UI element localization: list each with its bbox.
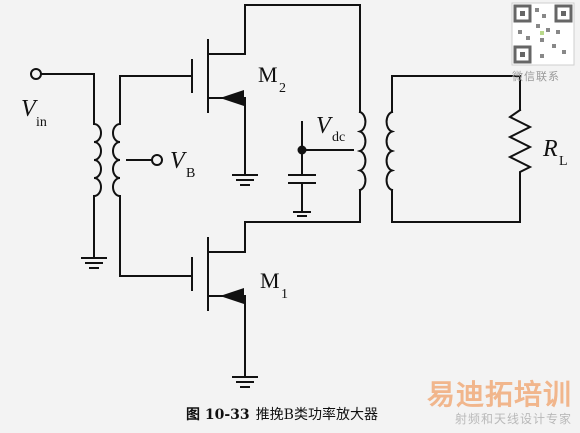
m2-label: M: [258, 62, 278, 87]
m2-gate-wire: [119, 75, 193, 125]
caption-number: 图 10-33: [186, 407, 250, 423]
m1-label: M: [260, 268, 280, 293]
output-transformer-primary: [356, 110, 367, 192]
rl-label-sub: L: [559, 154, 568, 169]
caption-text: 推挽B类功率放大器: [255, 407, 378, 423]
ground-symbol-primary: [81, 257, 107, 269]
vin-label: V: [21, 96, 38, 122]
vin-wire: [40, 73, 95, 125]
m1-drain-wire: [244, 189, 361, 223]
vb-label-sub: B: [186, 166, 195, 181]
load-resistor: [507, 108, 533, 181]
ground-symbol-m1: [232, 376, 258, 388]
vb-terminal: [151, 154, 163, 166]
qr-label: 微信联系: [512, 70, 560, 83]
rl-label: R: [542, 136, 558, 162]
ground-symbol-m2: [232, 174, 258, 186]
vin-label-sub: in: [36, 115, 47, 130]
figure-caption: 图 10-33 推挽B类功率放大器: [186, 404, 378, 424]
vin-terminal: [30, 68, 42, 80]
mosfet-m2: [191, 4, 246, 176]
mosfet-m1: [191, 221, 246, 376]
bypass-capacitor: [288, 174, 316, 184]
m1-label-sub: 1: [281, 287, 288, 302]
load-bottom-wire: [391, 179, 521, 223]
m2-drain-wire: [244, 4, 361, 113]
input-transformer-secondary: [112, 122, 122, 198]
vdc-label: V: [316, 113, 333, 139]
watermark-tagline: 射频和天线设计专家: [454, 412, 572, 426]
m1-gate-wire: [119, 195, 193, 277]
ground-symbol-capacitor: [293, 211, 311, 217]
m2-label-sub: 2: [279, 81, 286, 96]
watermark: 易迪拓培训 射频和天线设计专家: [427, 380, 572, 427]
input-transformer-primary: [92, 122, 102, 198]
watermark-brand: 易迪拓培训: [426, 378, 572, 411]
output-transformer-secondary: [385, 110, 396, 192]
vdc-label-sub: dc: [332, 130, 345, 145]
qr-code-image: [511, 2, 575, 66]
load-top-wire: [391, 75, 521, 113]
vb-label: V: [170, 148, 187, 174]
